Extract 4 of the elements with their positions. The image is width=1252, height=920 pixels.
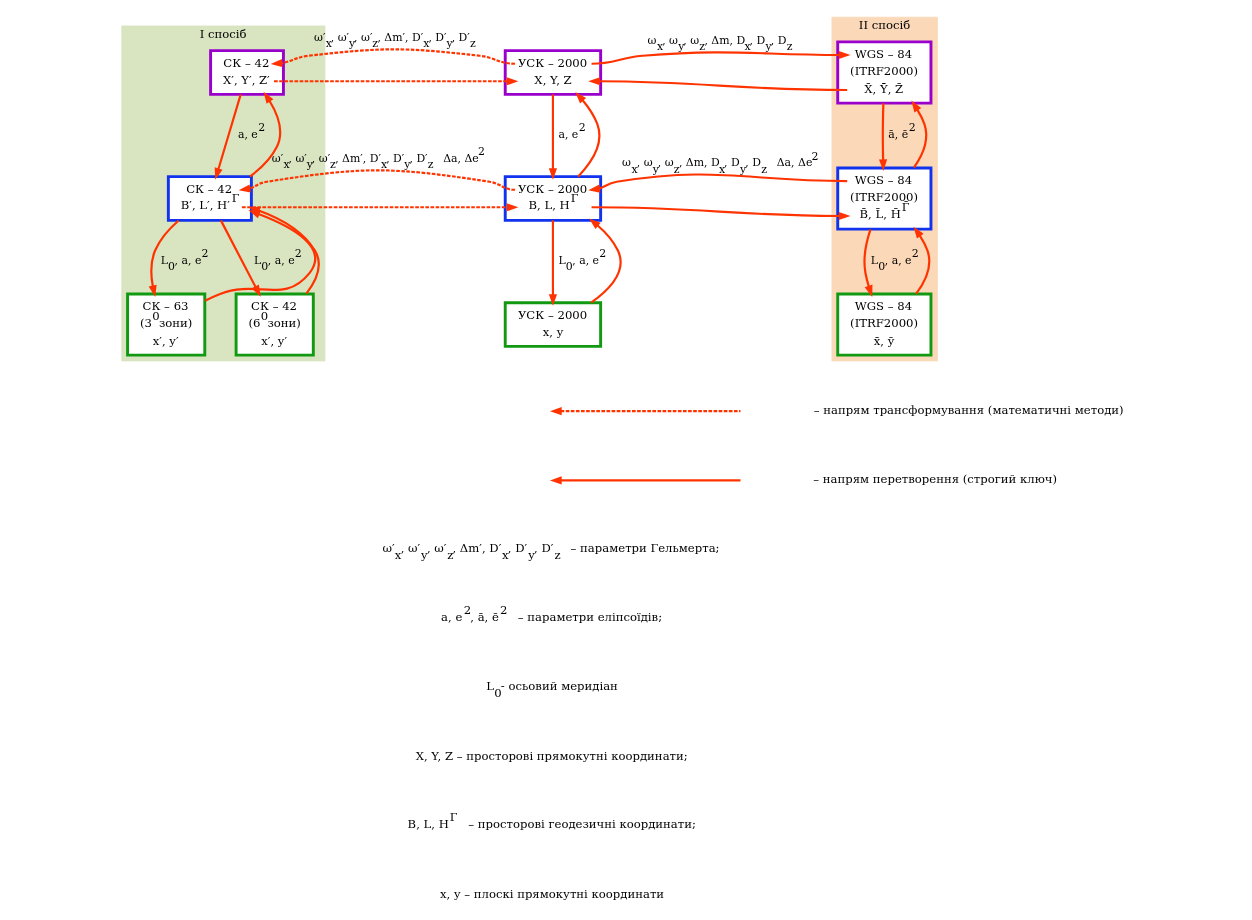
legend-label: – напрям перетворення (строгий ключ) <box>812 472 1057 487</box>
label: X, Y, Z – просторові прямокутні координати; <box>415 748 688 763</box>
legend-label: – напрям трансформування (математичні методи) <box>813 402 1124 417</box>
label: x, y – плоскі прямокутні координати <box>439 887 664 902</box>
